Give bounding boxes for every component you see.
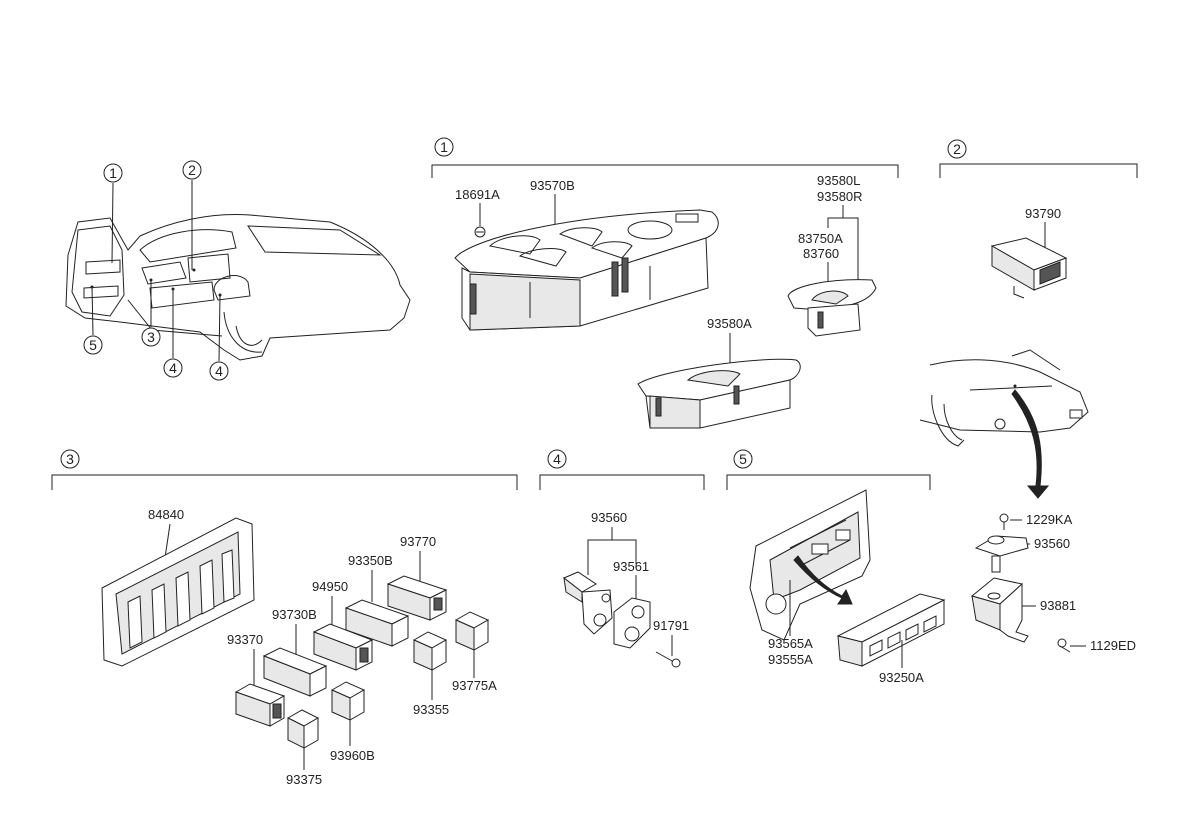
label-93375: 93375 (286, 772, 322, 787)
section-2-bracket (939, 163, 1138, 178)
label-83760: 83760 (803, 246, 839, 261)
section-2: 2 93790 1229KA 9356 (919, 139, 1138, 653)
switch-94950 (312, 623, 374, 671)
label-93580L: 93580L (817, 173, 860, 188)
svg-text:4: 4 (215, 363, 223, 379)
svg-text:5: 5 (739, 451, 747, 467)
switch-93775A (454, 611, 490, 651)
door-panel (749, 489, 871, 641)
label-93775A: 93775A (452, 678, 497, 693)
svg-text:4: 4 (553, 451, 561, 467)
callout-5: 5 (83, 335, 103, 355)
section-1-marker: 1 (434, 137, 454, 157)
label-93250A: 93250A (879, 670, 924, 685)
bracket-93881 (970, 577, 1029, 643)
section-2-marker: 2 (947, 139, 967, 159)
switch-93350B (344, 599, 410, 647)
label-93881: 93881 (1040, 598, 1076, 613)
window-switch-93570B (454, 209, 719, 331)
label-18691A: 18691A (455, 187, 500, 202)
arrow-to-93560 (1011, 389, 1050, 499)
svg-text:2: 2 (953, 141, 961, 157)
label-94950: 94950 (312, 579, 348, 594)
switch-93370 (234, 683, 286, 727)
callout-2: 2 (182, 160, 202, 180)
door-switch-93561 (613, 597, 651, 649)
section-4-marker: 4 (547, 449, 567, 469)
svg-text:3: 3 (147, 329, 155, 345)
switch-93770 (386, 575, 448, 621)
label-93355: 93355 (413, 702, 449, 717)
bezel-84840 (101, 517, 255, 667)
screw-91791 (655, 651, 681, 668)
window-switch-93580A (637, 358, 801, 429)
label-93730B: 93730B (272, 607, 317, 622)
section-3-marker: 3 (60, 449, 80, 469)
section-5: 5 93565A 93555A 93250A (726, 449, 946, 685)
section-3: 3 84840 93770 93350B 9 (51, 449, 518, 787)
label-93960B: 93960B (330, 748, 375, 763)
door-switch-93560-rear (974, 535, 1029, 573)
label-93560-s4: 93560 (591, 510, 627, 525)
label-91791: 91791 (653, 618, 689, 633)
callout-4a: 4 (163, 358, 183, 378)
label-93561: 93561 (613, 559, 649, 574)
switch-93375 (286, 709, 320, 749)
label-93790: 93790 (1025, 206, 1061, 221)
section-3-bracket (51, 474, 518, 490)
section-4-bracket (539, 474, 705, 490)
section-5-marker: 5 (733, 449, 753, 469)
section-5-bracket (726, 474, 931, 490)
label-93580R: 93580R (817, 189, 863, 204)
section-4: 4 93560 93561 91791 (539, 449, 705, 668)
label-83750A: 83750A (798, 231, 843, 246)
svg-text:3: 3 (66, 451, 74, 467)
door-switch-93560 (563, 571, 613, 635)
svg-text:4: 4 (169, 360, 177, 376)
label-93555A: 93555A (768, 652, 813, 667)
rear-car-view (919, 349, 1089, 447)
label-93570B: 93570B (530, 178, 575, 193)
label-93770: 93770 (400, 534, 436, 549)
svg-text:1: 1 (440, 139, 448, 155)
label-93565A: 93565A (768, 636, 813, 651)
label-84840: 84840 (148, 507, 184, 522)
label-93350B: 93350B (348, 553, 393, 568)
screw-1229KA (999, 513, 1009, 530)
switch-93790 (990, 237, 1068, 299)
switch-93730B (262, 647, 328, 697)
car-overview: 1 2 3 4 4 5 (65, 160, 411, 381)
section-1: 1 18691A 93570B 93 (431, 137, 899, 429)
callout-1: 1 (103, 163, 123, 183)
window-switch-93580L (787, 279, 877, 337)
switch-93960B (330, 681, 366, 721)
label-93560-s2: 93560 (1034, 536, 1070, 551)
label-93580A: 93580A (707, 316, 752, 331)
arrow-to-93250A (793, 555, 853, 605)
svg-text:2: 2 (188, 162, 196, 178)
label-1129ED: 1129ED (1090, 638, 1136, 653)
callout-3: 3 (141, 327, 161, 347)
callout-4b: 4 (209, 361, 229, 381)
switch-93355 (412, 631, 448, 671)
svg-text:1: 1 (109, 165, 117, 181)
label-93370: 93370 (227, 632, 263, 647)
screw-18691A (474, 226, 486, 238)
switch-93250A (836, 593, 946, 667)
bolt-1129ED (1057, 638, 1071, 653)
svg-text:5: 5 (89, 337, 97, 353)
label-1229KA: 1229KA (1026, 512, 1073, 527)
section-1-bracket (431, 164, 899, 178)
